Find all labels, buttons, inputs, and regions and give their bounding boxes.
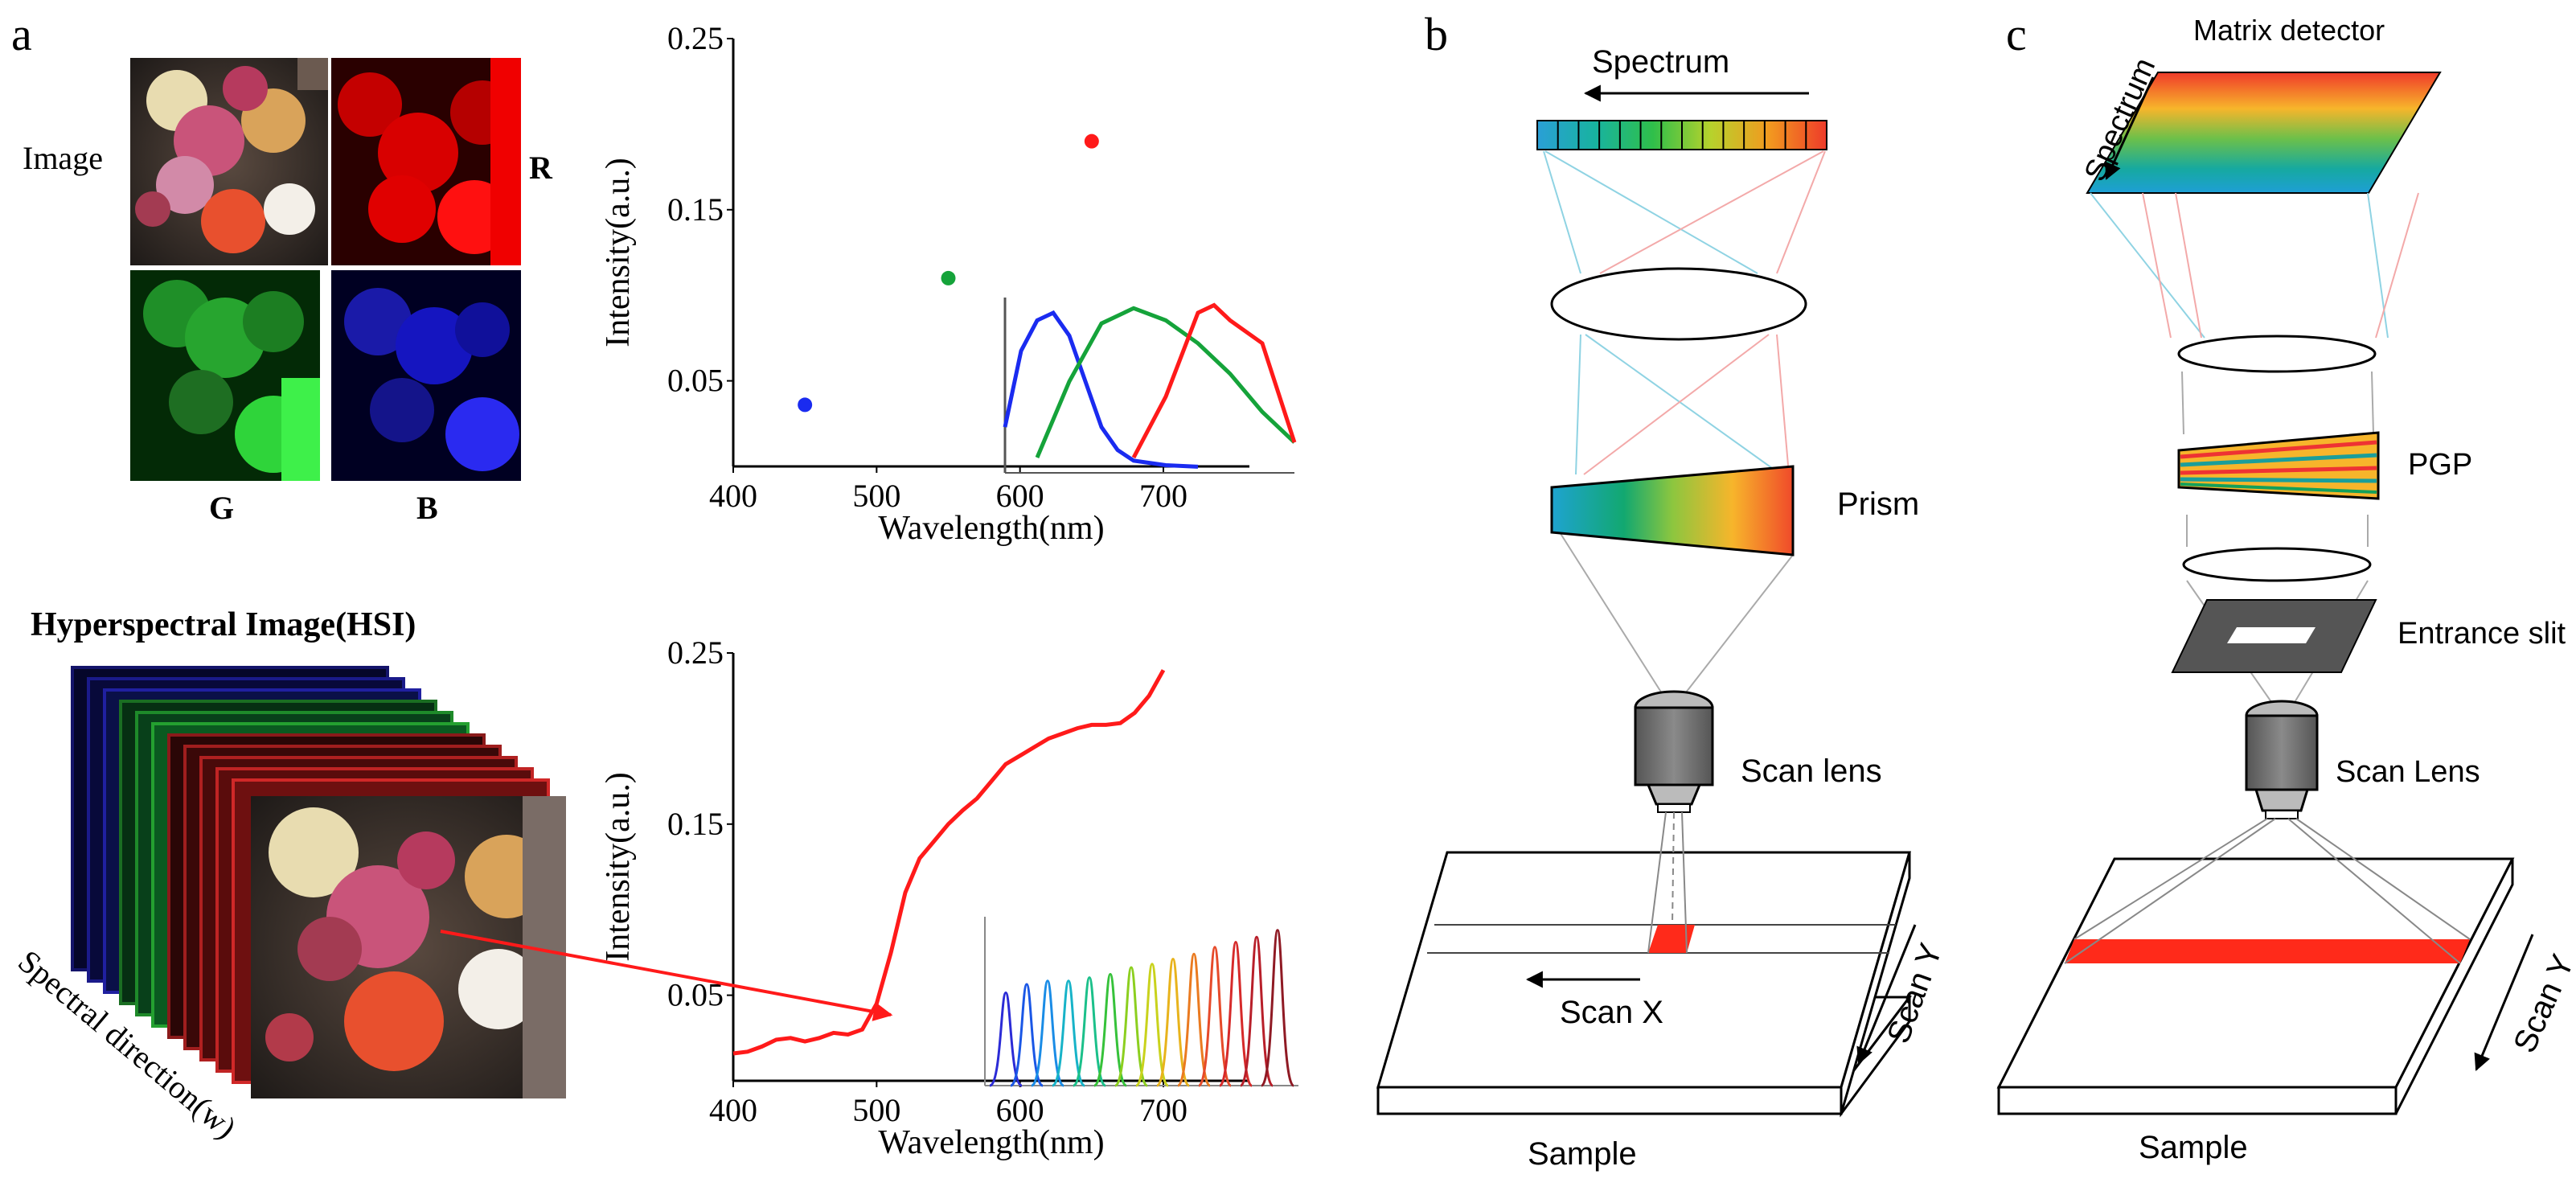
panel-b-label: b	[1425, 8, 1448, 60]
scan-lens-label-c: Scan Lens	[2336, 755, 2480, 789]
inset-peak	[1260, 929, 1295, 1087]
sample-label-c: Sample	[2139, 1130, 2248, 1165]
scan-x-label: Scan X	[1560, 995, 1663, 1030]
hsi-front-image	[251, 796, 566, 1098]
matrix-detector-label: Matrix detector	[2193, 14, 2385, 47]
x-tick-label: 400	[709, 1092, 757, 1128]
data-point	[798, 397, 813, 413]
x-tick-label: 500	[852, 478, 900, 514]
b-channel-label: B	[416, 490, 438, 526]
image-label: Image	[23, 140, 103, 176]
hsi-title: Hyperspectral Image(HSI)	[31, 606, 416, 643]
red-channel-image	[331, 58, 521, 265]
y-axis-label: Intensity(a.u.)	[600, 158, 637, 347]
green-channel-image	[130, 270, 320, 481]
original-image	[130, 58, 328, 265]
pgp-label: PGP	[2408, 448, 2472, 482]
sample-slab-c	[1996, 818, 2515, 1115]
data-point	[1084, 133, 1099, 149]
scan-y-arrow-c	[2474, 934, 2534, 1071]
data-point	[941, 270, 956, 285]
inset-peak	[1010, 983, 1044, 1087]
spectrum-label-b: Spectrum	[1592, 44, 1729, 80]
sample-top-b	[1376, 811, 1911, 1115]
panel-a-label: a	[11, 8, 32, 60]
y-tick-label: 0.15	[667, 806, 724, 842]
y-tick-label: 0.15	[667, 191, 724, 228]
pixel-to-spectrum-arrow	[440, 930, 893, 1021]
inset-peak	[1218, 940, 1253, 1087]
entrance-slit	[2171, 599, 2377, 673]
inset-series-line	[1035, 306, 1296, 458]
sample-label-b: Sample	[1528, 1136, 1637, 1172]
lens-b	[1550, 267, 1807, 341]
scan-lens-objective-c	[2245, 700, 2319, 819]
x-axis-label: Wavelength(nm)	[878, 510, 1104, 547]
scan-y-label-c: Scan Y	[2507, 950, 2576, 1058]
inset-peak	[1114, 966, 1149, 1087]
x-tick-label: 700	[1139, 1092, 1188, 1128]
pgp-element	[2177, 431, 2380, 500]
x-axis-label: Wavelength(nm)	[878, 1124, 1104, 1161]
y-tick-label: 0.05	[667, 363, 724, 399]
inset-peak	[1072, 976, 1107, 1087]
r-channel-label: R	[529, 150, 553, 186]
inset-peak	[1155, 957, 1191, 1087]
scan-lens-label-b: Scan lens	[1741, 753, 1882, 789]
inset-series-line	[1003, 310, 1199, 469]
entrance-slit-label: Entrance slit	[2398, 617, 2566, 651]
x-tick-label: 500	[852, 1092, 900, 1128]
lens-c-top	[2177, 335, 2377, 373]
inset-series-line	[1131, 302, 1297, 459]
inset-peak	[1197, 946, 1233, 1087]
y-tick-label: 0.25	[667, 20, 724, 56]
series-line	[732, 669, 1166, 1056]
y-axis-label: Intensity(a.u.)	[600, 772, 637, 962]
spectrum-arrow-c	[2105, 76, 2155, 180]
inset-peak	[1239, 935, 1274, 1087]
inset-peak	[1031, 979, 1064, 1087]
x-tick-label: 600	[996, 1092, 1044, 1128]
inset-peak	[1052, 979, 1085, 1087]
blue-channel-image	[331, 270, 521, 481]
prism-label: Prism	[1837, 487, 1919, 522]
y-tick-label: 0.25	[667, 634, 724, 671]
scan-y-arrow-b	[1856, 924, 1917, 1065]
x-tick-label: 400	[709, 478, 757, 514]
inset-peak	[989, 991, 1023, 1087]
inset-peak	[1093, 972, 1128, 1087]
x-tick-label: 600	[996, 478, 1044, 514]
inset-peak	[1176, 952, 1212, 1087]
lens-c-bottom	[2182, 547, 2372, 582]
g-channel-label: G	[209, 490, 234, 526]
spectrum-detector-b	[1536, 120, 1827, 150]
optical-rays-b	[1543, 150, 1826, 700]
scan-y-label-b: Scan Y	[1881, 939, 1949, 1049]
x-tick-label: 700	[1139, 478, 1188, 514]
inset-peak	[1134, 963, 1170, 1087]
scan-lens-objective-b	[1634, 690, 1714, 813]
panel-c-label: c	[2006, 8, 2027, 60]
prism-b	[1550, 465, 1795, 556]
